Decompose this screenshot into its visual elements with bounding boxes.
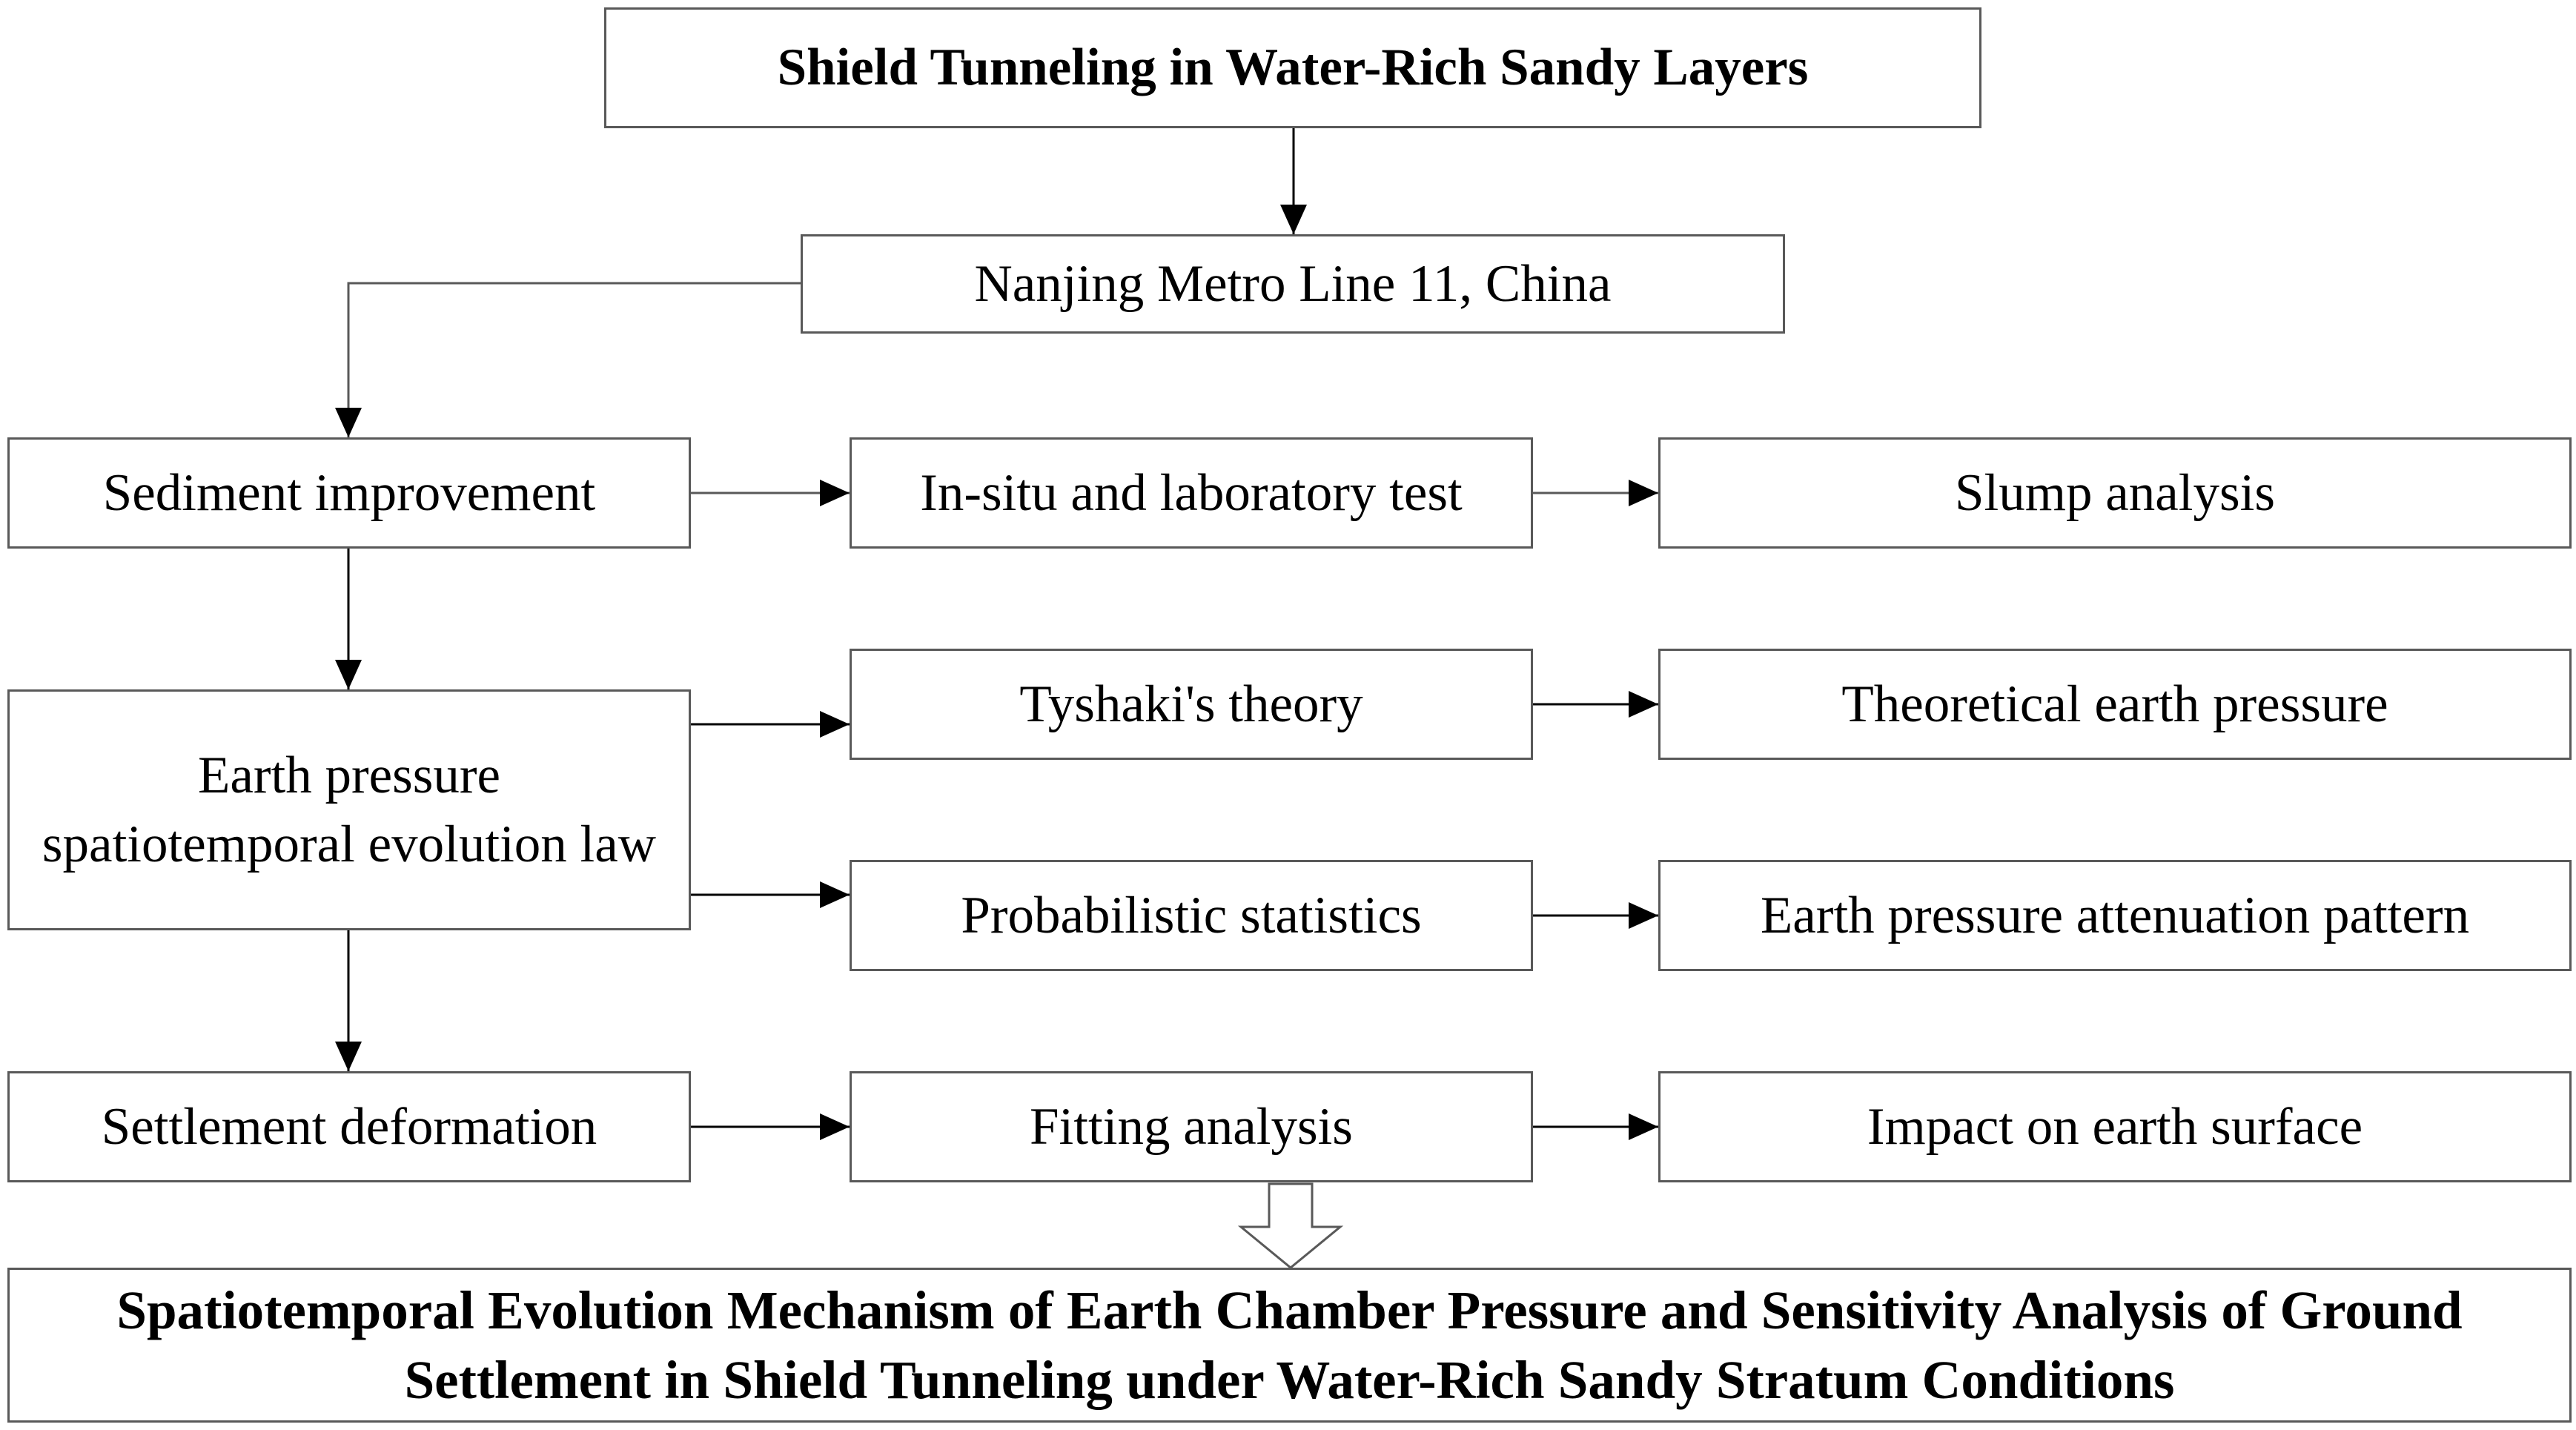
impact-box: Impact on earth surface <box>1658 1071 2572 1182</box>
theoretical-pressure-text: Theoretical earth pressure <box>1841 675 2388 733</box>
attenuation-text: Earth pressure attenuation pattern <box>1760 886 2470 944</box>
block-arrow-fitting-to-conclusion <box>1237 1182 1344 1269</box>
statistics-box: Probabilistic statistics <box>850 860 1533 971</box>
settlement-deformation-text: Settlement deformation <box>101 1097 597 1156</box>
impact-text: Impact on earth surface <box>1867 1097 2363 1156</box>
theory-box: Tyshaki's theory <box>850 649 1533 760</box>
title-text: Shield Tunneling in Water-Rich Sandy Lay… <box>777 39 1809 96</box>
arrow-project-to-sediment <box>335 282 801 437</box>
settlement-deformation-box: Settlement deformation <box>7 1071 691 1182</box>
slump-text: Slump analysis <box>1955 463 2275 522</box>
statistics-text: Probabilistic statistics <box>961 886 1422 944</box>
theoretical-pressure-box: Theoretical earth pressure <box>1658 649 2572 760</box>
conclusion-text: Spatiotemporal Evolution Mechanism of Ea… <box>116 1280 2463 1410</box>
attenuation-box: Earth pressure attenuation pattern <box>1658 860 2572 971</box>
project-text: Nanjing Metro Line 11, China <box>974 254 1612 313</box>
project-box: Nanjing Metro Line 11, China <box>801 234 1785 334</box>
fitting-box: Fitting analysis <box>850 1071 1533 1182</box>
fitting-text: Fitting analysis <box>1030 1097 1353 1156</box>
theory-text: Tyshaki's theory <box>1019 675 1363 733</box>
earth-pressure-law-box: Earth pressure spatiotemporal evolution … <box>7 689 691 930</box>
earth-pressure-law-text: Earth pressure spatiotemporal evolution … <box>42 747 657 873</box>
sediment-improvement-text: Sediment improvement <box>102 463 596 522</box>
conclusion-box: Spatiotemporal Evolution Mechanism of Ea… <box>7 1268 2572 1423</box>
test-box: In-situ and laboratory test <box>850 437 1533 549</box>
slump-box: Slump analysis <box>1658 437 2572 549</box>
title-box: Shield Tunneling in Water-Rich Sandy Lay… <box>604 7 1981 128</box>
sediment-improvement-box: Sediment improvement <box>7 437 691 549</box>
test-text: In-situ and laboratory test <box>920 463 1463 522</box>
